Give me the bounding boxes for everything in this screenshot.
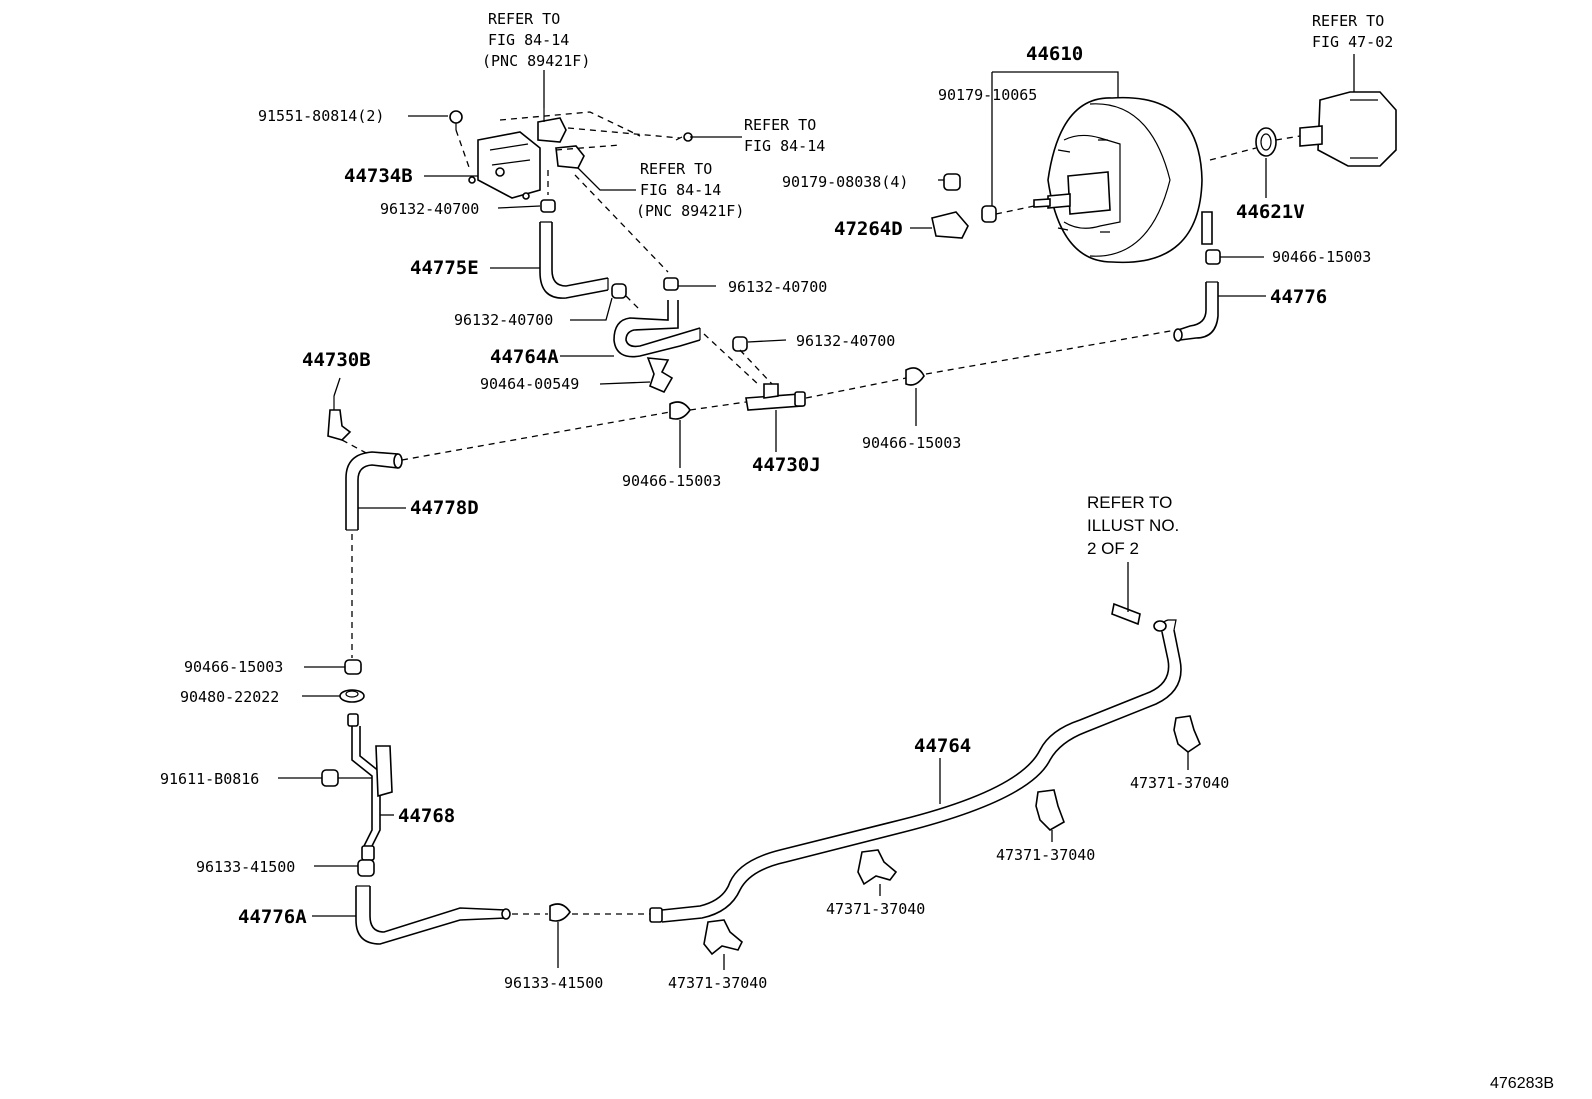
hose-44776a (355, 885, 511, 945)
label-44621v: 44621V (1236, 201, 1305, 223)
bolt-91611 (321, 769, 372, 787)
nut-90179-08038 (943, 173, 961, 191)
nut-90179-10065 (981, 205, 997, 223)
hose-44775e (539, 199, 627, 299)
pipe-end-refer (1111, 602, 1141, 626)
label-47371-37040-d: 47371-37040 (1130, 774, 1229, 792)
clamp-96133-a (357, 859, 375, 877)
label-44730j: 44730J (752, 454, 821, 476)
label-44776a: 44776A (238, 906, 307, 928)
hose-44778d (345, 451, 403, 531)
leader-lines (278, 54, 1355, 970)
label-47371-37040-a: 47371-37040 (668, 974, 767, 992)
tee-joint-44730j (745, 383, 806, 411)
bolt-91551 (449, 110, 463, 130)
label-47371-37040-b: 47371-37040 (826, 900, 925, 918)
vsv-valve-mid (555, 145, 585, 169)
clip-90464 (646, 357, 674, 394)
label-47264d: 47264D (834, 218, 903, 240)
clamp-96133-b (549, 903, 571, 922)
label-90466-15003-b: 90466-15003 (622, 472, 721, 490)
label-96132-40700-d: 96132-40700 (796, 332, 895, 350)
label-44778d: 44778D (410, 497, 479, 519)
label-90466-15003-a: 90466-15003 (862, 434, 961, 452)
bracket-44734b (468, 131, 541, 200)
label-44734b: 44734B (344, 165, 413, 187)
label-96133-41500-b: 96133-41500 (504, 974, 603, 992)
label-90179-10065: 90179-10065 (938, 86, 1037, 104)
label-44730b: 44730B (302, 349, 371, 371)
refer-fig47-02: REFER TO FIG 47-02 (1312, 12, 1393, 51)
clamp-90466-d (344, 659, 362, 675)
refer-fig84-14-right: REFER TO FIG 84-14 (744, 116, 825, 155)
label-90480-22022: 90480-22022 (180, 688, 279, 706)
refer-illust: REFER TO ILLUST NO. 2 OF 2 (1087, 493, 1184, 558)
clamp-47371-a (703, 919, 743, 956)
seal-44621v (1255, 127, 1277, 157)
vsv-valve-top (537, 108, 567, 143)
refer-fig84-14-pnc-top: REFER TO FIG 84-14 (PNC 89421F) (482, 10, 590, 70)
master-cylinder (1299, 91, 1397, 167)
clamp-47371-c (1035, 789, 1065, 831)
label-90464-00549: 90464-00549 (480, 375, 579, 393)
label-44610: 44610 (1026, 43, 1083, 65)
label-91611-b0816: 91611-B0816 (160, 770, 259, 788)
clip-44730b (327, 396, 352, 441)
clamp-90466-a (905, 367, 925, 386)
label-90466-15003-c: 90466-15003 (1272, 248, 1371, 266)
label-47371-37040-c: 47371-37040 (996, 846, 1095, 864)
bolt-right-small (675, 132, 693, 142)
clamp-47371-b (857, 849, 898, 886)
bracket-47264d (931, 211, 969, 239)
label-90179-08038: 90179-08038(4) (782, 173, 908, 191)
pipe-44764 (649, 619, 1182, 923)
label-91551-80814: 91551-80814(2) (258, 107, 384, 125)
clamp-47371-d (1173, 715, 1201, 753)
clamp-90466-c (1205, 249, 1221, 265)
label-44775e: 44775E (410, 257, 479, 279)
hose-44776 (1173, 281, 1219, 342)
label-96132-40700-b: 96132-40700 (454, 311, 553, 329)
label-96132-40700-a: 96132-40700 (380, 200, 479, 218)
refer-fig84-14-pnc-mid: REFER TO FIG 84-14 (PNC 89421F) (636, 160, 744, 220)
label-90466-15003-d: 90466-15003 (184, 658, 283, 676)
label-44776: 44776 (1270, 286, 1327, 308)
grommet-90480 (339, 689, 365, 703)
hose-44764a (613, 277, 701, 358)
clamp-90466-b (669, 401, 691, 420)
label-96132-40700-c: 96132-40700 (728, 278, 827, 296)
label-44764: 44764 (914, 735, 971, 757)
label-44764a: 44764A (490, 346, 559, 368)
illustration-id: 476283B (1490, 1075, 1554, 1092)
pipe-44768 (347, 713, 393, 861)
label-96133-41500-a: 96133-41500 (196, 858, 295, 876)
brake-booster-44610 (1033, 96, 1213, 264)
label-44768: 44768 (398, 805, 455, 827)
clamp-96132-d (732, 336, 748, 352)
